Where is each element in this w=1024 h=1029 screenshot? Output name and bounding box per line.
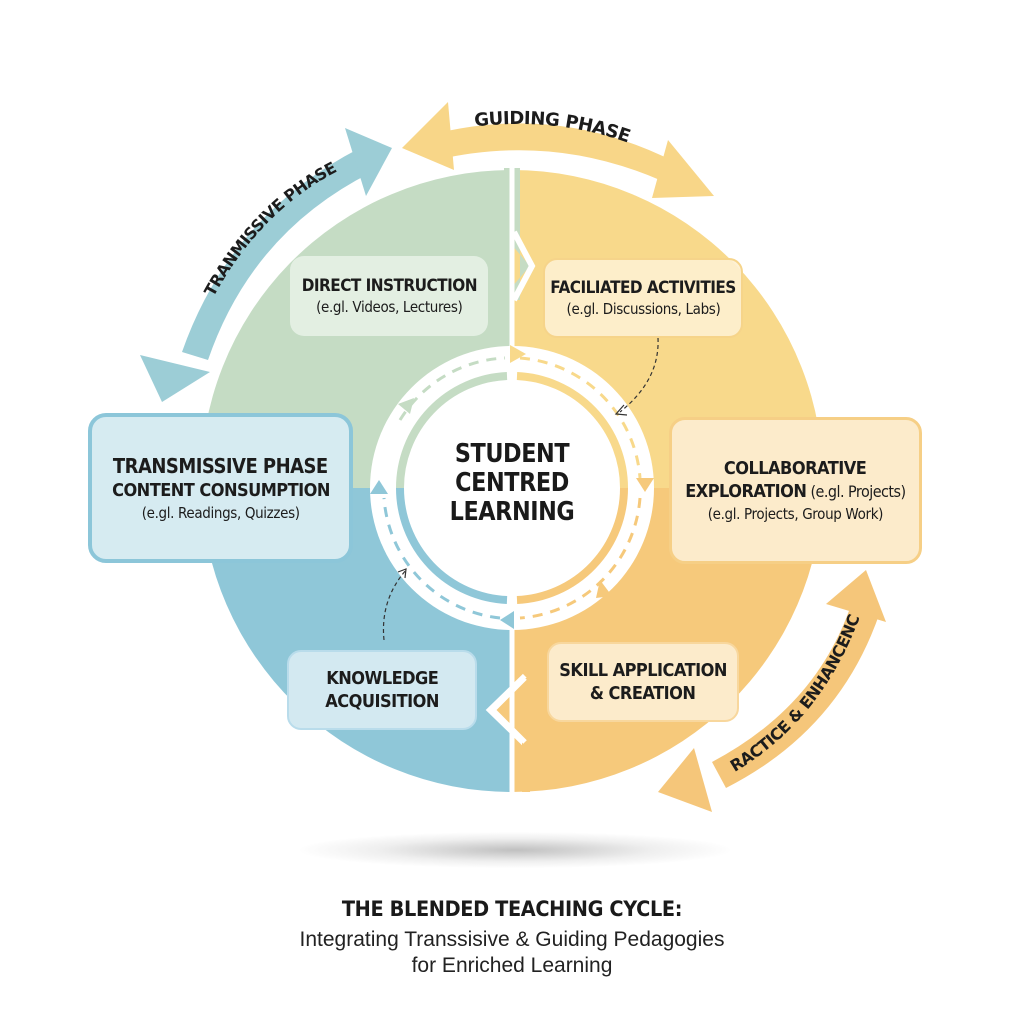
transmissive-phase-box: TRANSMISSIVE PHASE CONTENT CONSUMPTION (…	[88, 413, 353, 563]
diagram-subtitle-line-1: Integrating Transsisive & Guiding Pedago…	[299, 928, 725, 951]
center-line-2: CENTRED	[455, 468, 569, 499]
diagram-subtitle-line-2: for Enriched Learning	[411, 954, 613, 977]
diagram-title: THE BLENDED TEACHING CYCLE:	[341, 897, 683, 921]
ring-arrow-top	[510, 345, 526, 363]
skill-application-title: SKILL APPLICATION	[559, 659, 727, 681]
collaborative-exploration-box: COLLABORATIVE EXPLORATION (e.gl. Project…	[669, 417, 922, 564]
direct-instruction-title: DIRECT INSTRUCTION	[301, 275, 477, 296]
student-centred-learning-label: STUDENT CENTRED LEARNING	[426, 439, 598, 528]
ring-arrow-left	[370, 480, 388, 494]
ring-arrow-topleft	[398, 398, 414, 414]
transmissive-phase-title: TRANSMISSIVE PHASE	[113, 453, 328, 478]
collaborative-title: COLLABORATIVE	[724, 457, 867, 479]
collaborative-examples: (e.gl. Projects, Group Work)	[707, 504, 884, 523]
ring-arrow-bottom	[500, 611, 514, 629]
diagram-shadow	[300, 832, 730, 868]
direct-instruction-examples: (e.gl. Videos, Lectures)	[315, 297, 463, 316]
content-consumption-label: CONTENT CONSUMPTION	[111, 479, 330, 501]
connector-facil-to-ring	[619, 337, 659, 413]
ring-arrow-bottomright	[596, 580, 612, 598]
center-line-3: LEARNING	[449, 497, 575, 528]
ring-arrow-right	[636, 478, 654, 492]
guiding-phase-arrow: GUIDING PHASE	[402, 102, 714, 198]
exploration-title: EXPLORATION	[685, 481, 807, 503]
exploration-example: (e.gl. Projects)	[806, 482, 907, 502]
transmissive-phase-examples: (e.gl. Readings, Quizzes)	[141, 504, 300, 523]
creation-title: & CREATION	[590, 683, 696, 704]
facilitated-activities-box: FACILIATED ACTIVITIES (e.gl. Discussions…	[543, 258, 743, 338]
center-line-1: STUDENT	[454, 439, 570, 469]
facilitated-activities-examples: (e.gl. Discussions, Labs)	[566, 299, 720, 318]
knowledge-acquisition-box: KNOWLEDGE ACQUISITION	[287, 650, 477, 730]
facilitated-activities-title: FACILIATED ACTIVITIES	[550, 277, 736, 298]
acquisition-title: ACQUISITION	[325, 691, 439, 712]
connector-knowledge-to-ring	[382, 569, 407, 641]
skill-application-box: SKILL APPLICATION & CREATION	[547, 642, 739, 722]
knowledge-title: KNOWLEDGE	[325, 667, 439, 689]
direct-instruction-box: DIRECT INSTRUCTION (e.gl. Videos, Lectur…	[290, 256, 488, 336]
